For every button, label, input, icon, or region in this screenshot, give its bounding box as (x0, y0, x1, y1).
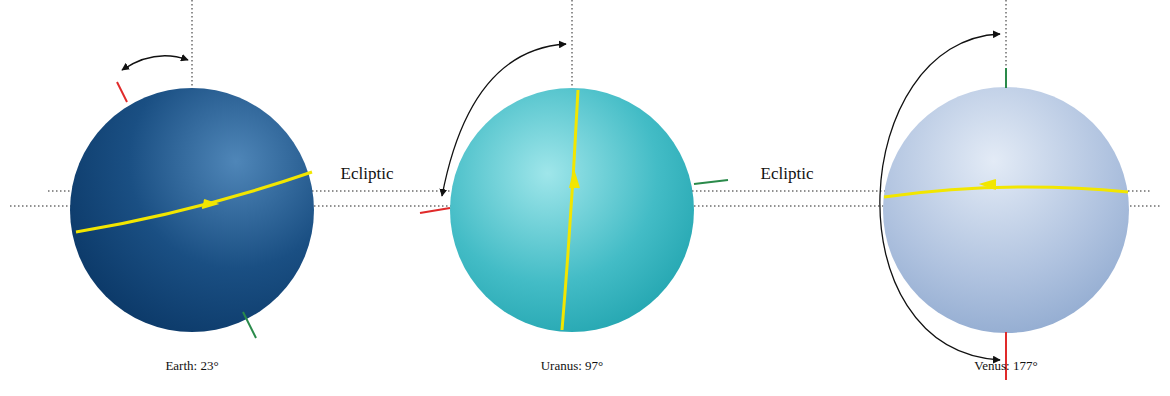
equator (76, 172, 312, 232)
south-axis (694, 180, 728, 184)
rotation-arrow (570, 172, 579, 188)
normal-line (192, 0, 193, 88)
north-axis (117, 82, 127, 102)
equator (562, 90, 578, 330)
venus-sphere (883, 87, 1129, 333)
rotation-arrow (982, 180, 996, 189)
planet-caption: Earth: 23° (165, 358, 218, 374)
rotation-arrow (202, 200, 216, 208)
planet-caption: Venus: 177° (974, 358, 1037, 374)
south-axis (1005, 68, 1007, 88)
axis-label: Ecliptic (341, 164, 394, 184)
axis-label: Ecliptic (761, 164, 814, 184)
normal-line (1006, 0, 1007, 70)
tilt-arc (442, 44, 566, 196)
tilt-arc (122, 56, 188, 70)
south-axis (243, 312, 256, 338)
earth-sphere (70, 88, 314, 332)
normal-line (572, 0, 573, 88)
planet-caption: Uranus: 97° (541, 358, 604, 374)
uranus-sphere (450, 88, 694, 332)
north-axis (420, 208, 450, 213)
equator (884, 187, 1128, 197)
tilt-arc (880, 34, 1000, 360)
